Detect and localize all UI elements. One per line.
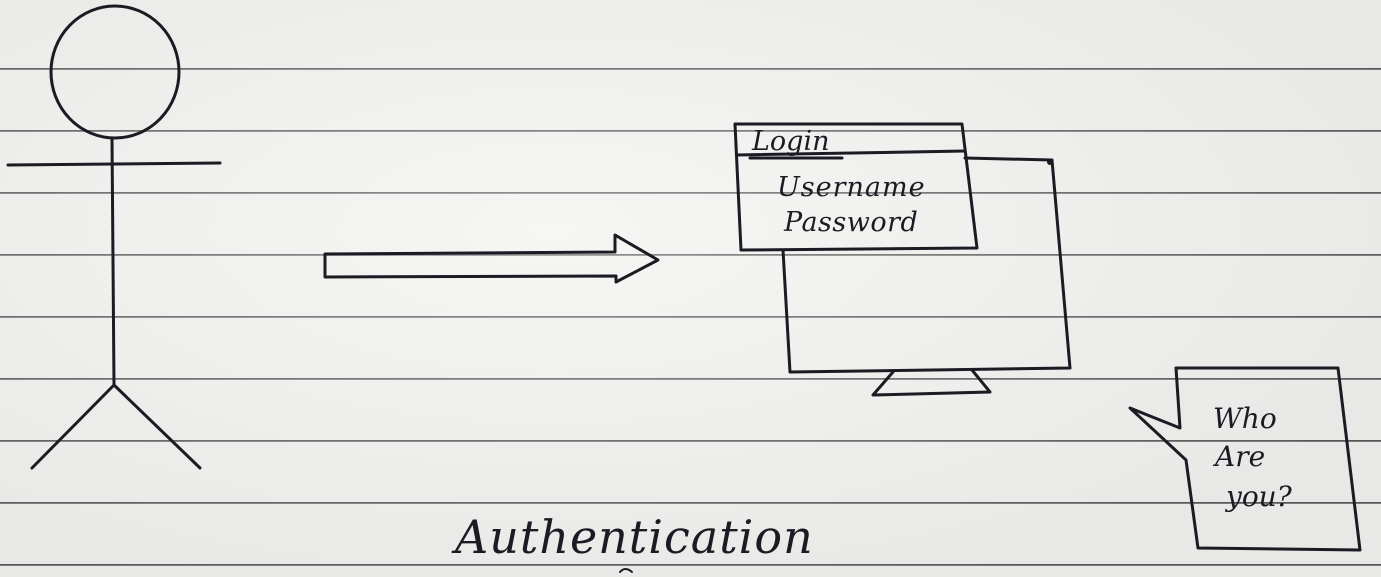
figure-body — [110, 136, 116, 387]
computer-monitor — [781, 156, 1072, 397]
figure-left-leg — [30, 383, 116, 470]
speech-bubble-line-1: Who — [1213, 402, 1277, 435]
login-form-outline — [733, 122, 979, 252]
figure-arms — [6, 161, 222, 167]
login-form-title: Login — [752, 126, 830, 157]
caption-flourish — [619, 568, 633, 573]
login-title-divider — [735, 149, 967, 157]
figure-right-leg — [112, 383, 202, 470]
username-label: Username — [777, 172, 926, 203]
speech-bubble-line-2: Are — [1215, 440, 1266, 473]
speech-bubble-line-3: you? — [1226, 480, 1292, 513]
arrow-right-icon — [323, 233, 660, 284]
figure-head — [49, 4, 181, 140]
monitor-corner-dot — [1047, 159, 1053, 165]
login-form-box — [733, 122, 979, 252]
monitor-stand — [871, 368, 992, 397]
password-label: Password — [784, 207, 919, 238]
monitor-screen — [781, 156, 1072, 374]
speech-bubble — [1128, 366, 1362, 552]
speech-bubble-outline — [1128, 366, 1362, 552]
diagram-caption: Authentication — [455, 510, 814, 564]
user-stick-figure — [6, 4, 222, 470]
